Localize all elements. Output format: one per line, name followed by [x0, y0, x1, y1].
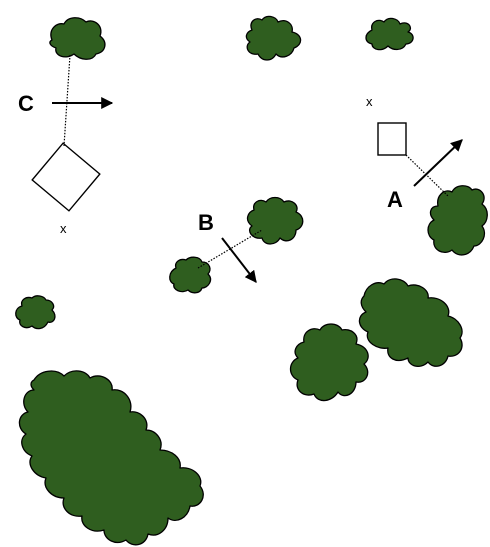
tree-b-upper: [248, 198, 303, 245]
tree-top-right: [366, 18, 413, 49]
plant-square-a: [378, 123, 406, 155]
tree-bottom-left-large: [19, 371, 203, 545]
trees: [16, 16, 488, 544]
connector-a: [406, 155, 448, 196]
plant-square-c: [32, 143, 100, 211]
tree-b-lower: [170, 257, 211, 293]
arrow-a: [414, 140, 462, 186]
x-mark-c: x: [60, 221, 67, 236]
tree-top-middle: [246, 16, 300, 60]
tree-small-left: [16, 296, 55, 329]
label-a: A: [387, 187, 403, 212]
x-mark-a: x: [366, 94, 373, 109]
plants: [32, 123, 406, 211]
label-b: B: [198, 210, 214, 235]
tree-a: [428, 186, 487, 255]
tree-top-left: [50, 18, 105, 60]
tree-right-middle: [291, 324, 369, 401]
label-c: C: [18, 91, 34, 116]
arrow-b: [222, 238, 256, 282]
connector-c: [64, 55, 70, 146]
tree-right-large: [359, 279, 462, 366]
